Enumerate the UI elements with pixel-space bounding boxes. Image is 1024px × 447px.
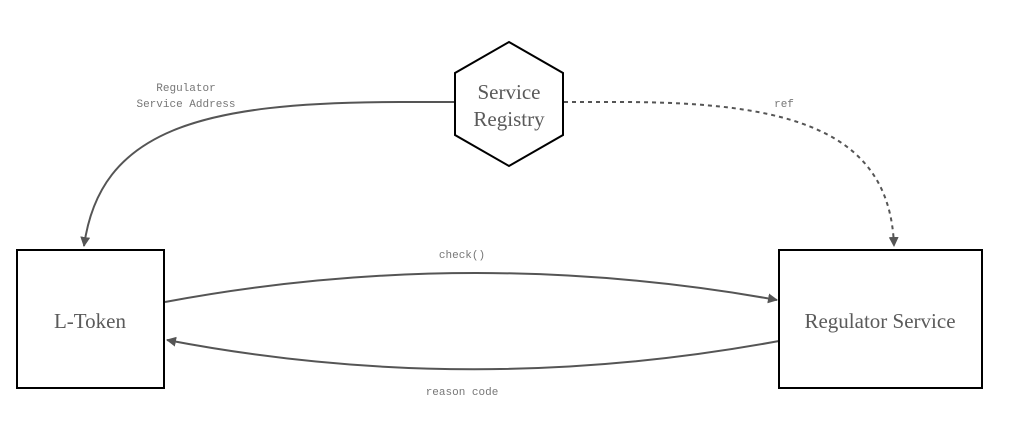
edge-registry-to-ltoken	[80, 101, 456, 247]
edge-label-regulator-line1: Regulator	[156, 83, 215, 95]
edge-ltoken-to-regulator	[164, 272, 778, 304]
service-registry-hexagon	[454, 40, 564, 168]
node-service-registry[interactable]: Service Registry	[454, 40, 564, 168]
regulator-service-label: Regulator Service	[804, 309, 955, 333]
edge-regulator-to-ltoken	[166, 336, 780, 371]
node-regulator-service[interactable]: Regulator Service	[778, 249, 983, 389]
l-token-box	[16, 249, 165, 389]
service-registry-label-line1: Service	[478, 80, 541, 104]
edge-registry-to-regulator	[564, 101, 899, 247]
regulator-service-box	[778, 249, 983, 389]
service-registry-label-line2: Registry	[473, 107, 545, 131]
edge-label-reason-code: reason code	[426, 387, 499, 399]
edge-label-check: check()	[439, 250, 485, 262]
node-l-token[interactable]: L-Token	[16, 249, 165, 389]
edge-label-regulator-line2: Service Address	[136, 99, 235, 111]
edge-label-ref: ref	[774, 99, 794, 111]
l-token-label: L-Token	[54, 309, 127, 333]
